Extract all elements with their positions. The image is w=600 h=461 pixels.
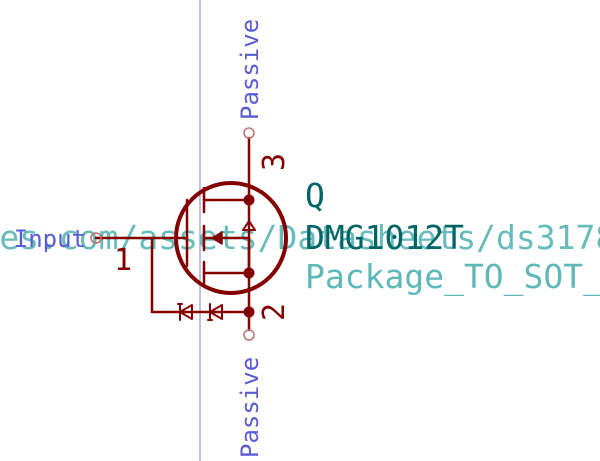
zener-diode-2 — [207, 303, 223, 321]
gate-pin-number: 1 — [114, 243, 132, 278]
gate-pin-type: Input — [14, 225, 86, 253]
junction-source — [243, 267, 255, 279]
junction-source-pin — [243, 306, 255, 318]
source-pin-type: Passive — [236, 357, 264, 458]
symbol-value: DMG1012T — [305, 218, 464, 257]
gate-pin-endpoint[interactable] — [90, 232, 102, 244]
body-diode — [242, 220, 256, 231]
symbol-datasheet: https://www.diodes.com/assets/Datasheets… — [0, 218, 600, 257]
junction-drain — [243, 194, 255, 206]
source-pin-endpoint[interactable] — [243, 329, 255, 341]
mosfet-symbol[interactable] — [94, 136, 288, 332]
symbol-reference: Q — [305, 176, 325, 215]
drain-pin-number: 3 — [257, 153, 292, 171]
drain-pin-endpoint[interactable] — [243, 127, 255, 139]
channel-arrow — [211, 231, 223, 245]
symbol-footprint: Package_TO_SOT_SMD:SOT-523 — [305, 257, 600, 297]
source-pin-number: 2 — [257, 303, 292, 321]
drain-pin-type: Passive — [236, 19, 264, 120]
zener-diode-1 — [177, 303, 193, 321]
